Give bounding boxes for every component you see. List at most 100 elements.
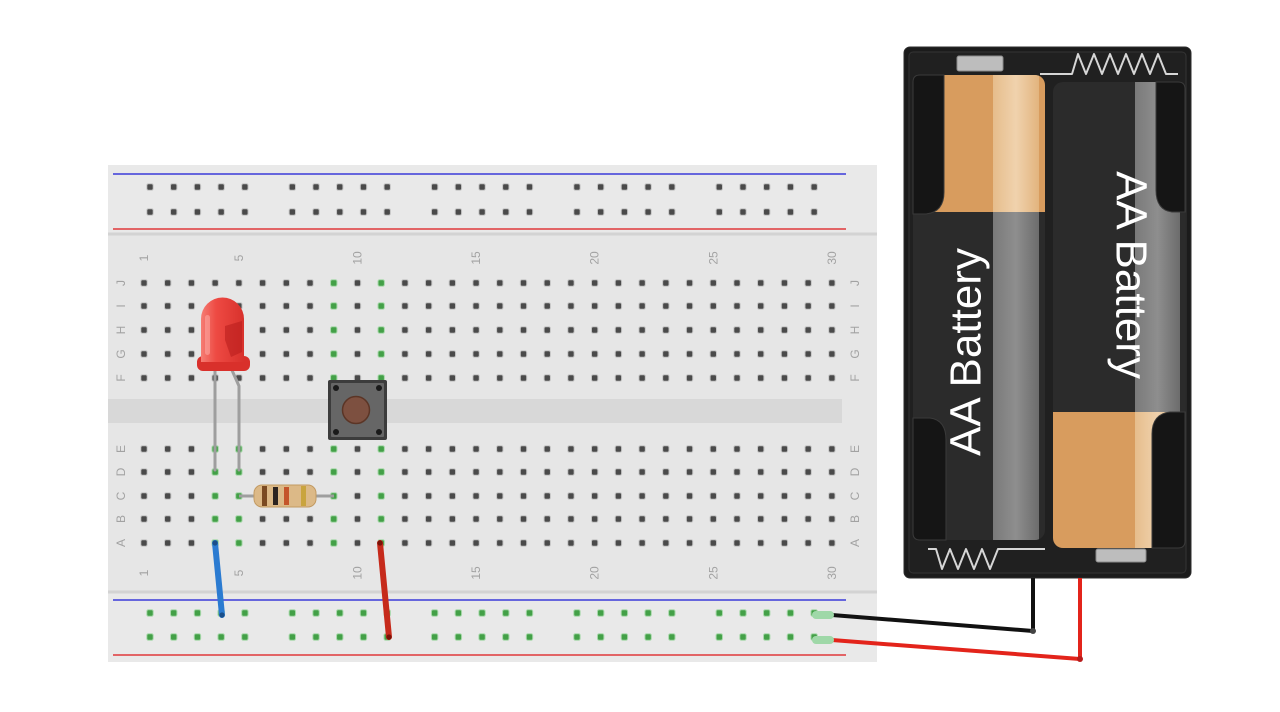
terminal-hole [282,326,291,334]
row-letter-label: B [848,515,862,523]
terminal-hole [140,302,148,310]
power-rail-hole [573,633,581,641]
terminal-hole [638,492,646,500]
red-jumper-wire [377,540,392,640]
terminal-hole [567,445,575,453]
power-rail-hole [359,183,368,191]
wire-end [386,634,392,640]
power-rail-hole [739,208,747,216]
push-button-corner [376,429,382,435]
power-rail-hole [715,183,723,191]
terminal-hole [780,515,789,523]
terminal-hole [401,350,409,358]
terminal-hole [519,515,528,523]
power-rail-hole [336,609,344,617]
terminal-hole [757,350,765,358]
terminal-hole [472,445,480,453]
terminal-hole [614,326,623,334]
power-rail-hole [336,208,344,216]
power-rail-hole [193,183,202,191]
power-rail-hole [502,633,510,641]
terminal-hole [685,539,694,547]
terminal-hole [353,302,362,310]
power-rail-hole [668,208,676,216]
power-rail-hole [359,208,368,216]
terminal-hole [828,515,836,523]
terminal-hole [662,279,670,287]
terminal-hole [496,326,504,334]
terminal-hole [211,492,219,500]
terminal-hole [330,515,338,523]
terminal-hole [757,492,765,500]
terminal-hole [377,445,385,453]
terminal-hole [424,302,433,310]
terminal-hole [685,468,694,476]
power-rail-hole [217,208,225,216]
terminal-hole [519,302,528,310]
terminal-hole [472,515,480,523]
power-rail-hole [288,208,297,216]
terminal-hole [733,539,741,547]
terminal-hole [472,492,480,500]
terminal-hole [685,350,694,358]
resistor-band [284,487,289,505]
terminal-hole [448,445,457,453]
terminal-hole [828,374,836,382]
column-number-label: 1 [137,569,151,576]
power-rail-hole [383,208,391,216]
lead-bend [1030,628,1036,634]
terminal-hole [306,445,314,453]
power-rail-hole [430,208,439,216]
column-number-label: 5 [232,569,246,576]
terminal-hole [804,279,812,287]
terminal-hole [567,279,575,287]
terminal-hole [590,515,599,523]
terminal-hole [614,302,623,310]
terminal-hole [140,468,148,476]
terminal-hole [709,515,717,523]
power-rail-hole [596,183,605,191]
row-letter-label: G [848,349,862,358]
terminal-hole [804,302,812,310]
terminal-hole [543,515,551,523]
lead-pin [812,636,834,644]
power-rail-hole [525,633,534,641]
terminal-hole [401,492,409,500]
terminal-hole [519,445,528,453]
terminal-hole [187,350,196,358]
terminal-hole [733,326,741,334]
terminal-hole [519,326,528,334]
terminal-hole [638,468,646,476]
terminal-hole [424,326,433,334]
terminal-hole [140,374,148,382]
terminal-hole [164,492,172,500]
terminal-hole [140,350,148,358]
terminal-hole [780,468,789,476]
power-rail-hole [146,633,154,641]
terminal-hole [757,279,765,287]
power-rail-hole [763,208,771,216]
terminal-hole [282,539,291,547]
power-rail-hole [668,183,676,191]
terminal-hole [187,374,196,382]
terminal-hole [567,350,575,358]
battery-holder: AA Battery AA Battery [903,46,1192,579]
column-number-label: 30 [825,566,839,580]
power-rail-hole [763,609,771,617]
terminal-hole [662,492,670,500]
lead-pin [812,611,834,619]
terminal-hole [757,326,765,334]
terminal-hole [543,326,551,334]
terminal-hole [377,492,385,500]
holder-clip [1151,411,1186,549]
terminal-hole [164,326,172,334]
row-letter-label: F [114,374,128,381]
power-rail-hole [430,183,439,191]
red-wire-body [377,540,392,640]
row-letter-label: C [848,491,862,500]
terminal-hole [401,468,409,476]
terminal-hole [780,445,789,453]
power-rail-hole [336,183,344,191]
led-anvil [225,321,242,357]
